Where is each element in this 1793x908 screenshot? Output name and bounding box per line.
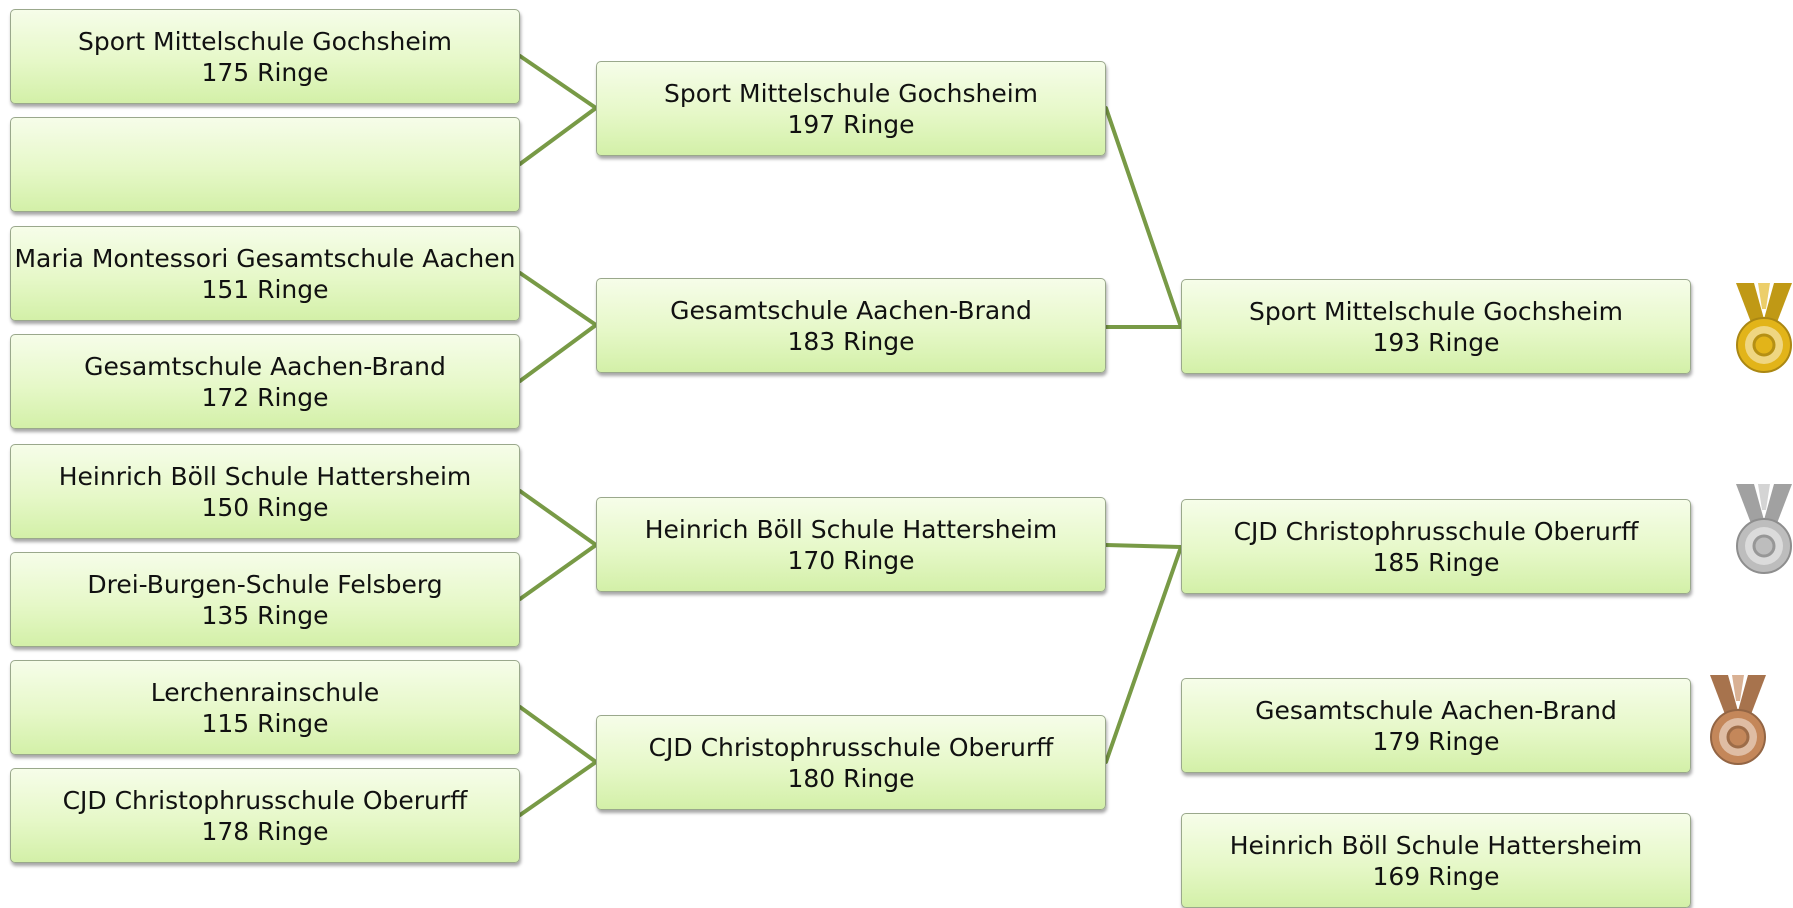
round1-match-box: Sport Mittelschule Gochsheim 175 Ringe [10,9,520,104]
round1-match-box: Maria Montessori Gesamtschule Aachen 151… [10,226,520,321]
team-name: Gesamtschule Aachen-Brand [1255,695,1617,725]
third-place-box: Heinrich Böll Schule Hattersheim 169 Rin… [1181,813,1691,908]
team-name: Gesamtschule Aachen-Brand [670,295,1032,325]
team-score: 193 Ringe [1372,327,1500,357]
team-name: Heinrich Böll Schule Hattersheim [1229,830,1643,860]
team-score: 170 Ringe [787,545,915,575]
round1-match-box: Drei-Burgen-Schule Felsberg 135 Ringe [10,552,520,647]
connector-line [518,489,598,547]
connector-line [1104,545,1183,764]
team-name: Heinrich Böll Schule Hattersheim [58,461,472,491]
team-score: 151 Ringe [201,274,329,304]
round1-match-box: CJD Christophrusschule Oberurff 178 Ring… [10,768,520,863]
team-name: Sport Mittelschule Gochsheim [1248,296,1624,326]
connector-line [518,54,598,110]
round1-match-box: Lerchenrainschule 115 Ringe [10,660,520,755]
team-score: 175 Ringe [201,57,329,87]
team-name: Sport Mittelschule Gochsheim [77,26,453,56]
bronze-medal-icon [1710,675,1766,765]
silver-medal-icon [1736,484,1792,574]
team-name: Heinrich Böll Schule Hattersheim [644,514,1058,544]
team-score: 197 Ringe [787,109,915,139]
team-score: 169 Ringe [1372,861,1500,891]
team-score: 172 Ringe [201,382,329,412]
third-place-box: Gesamtschule Aachen-Brand 179 Ringe [1181,678,1691,773]
team-name: Gesamtschule Aachen-Brand [84,351,446,381]
team-name: Maria Montessori Gesamtschule Aachen [14,243,516,273]
team-score: 135 Ringe [201,600,329,630]
connector-line [518,760,598,817]
connector-line [518,543,598,601]
round1-match-box: Gesamtschule Aachen-Brand 172 Ringe [10,334,520,429]
team-score: 115 Ringe [201,708,329,738]
round2-match-box: CJD Christophrusschule Oberurff 180 Ring… [596,715,1106,810]
round2-match-box: Sport Mittelschule Gochsheim 197 Ringe [596,61,1106,156]
gold-medal-icon [1736,283,1792,373]
team-name: Lerchenrainschule [150,677,380,707]
round1-match-box [10,117,520,212]
team-score: 178 Ringe [201,816,329,846]
round2-match-box: Heinrich Böll Schule Hattersheim 170 Rin… [596,497,1106,592]
connector-line [1104,543,1183,549]
team-score: 150 Ringe [201,492,329,522]
connector-line [518,106,598,166]
team-name: Drei-Burgen-Schule Felsberg [87,569,443,599]
round1-match-box: Heinrich Böll Schule Hattersheim 150 Rin… [10,444,520,539]
team-score: 180 Ringe [787,763,915,793]
final-match-box: CJD Christophrusschule Oberurff 185 Ring… [1181,499,1691,594]
team-score: 183 Ringe [787,326,915,356]
connector-line [518,323,598,383]
team-score: 179 Ringe [1372,726,1500,756]
team-name: Sport Mittelschule Gochsheim [663,78,1039,108]
team-name: CJD Christophrusschule Oberurff [62,785,468,815]
team-score: 185 Ringe [1372,547,1500,577]
final-match-box: Sport Mittelschule Gochsheim 193 Ringe [1181,279,1691,374]
team-name: CJD Christophrusschule Oberurff [648,732,1054,762]
connector-line [518,705,598,764]
round2-match-box: Gesamtschule Aachen-Brand 183 Ringe [596,278,1106,373]
connector-line [518,271,598,327]
connector-line [1104,106,1183,329]
team-name: CJD Christophrusschule Oberurff [1233,516,1639,546]
